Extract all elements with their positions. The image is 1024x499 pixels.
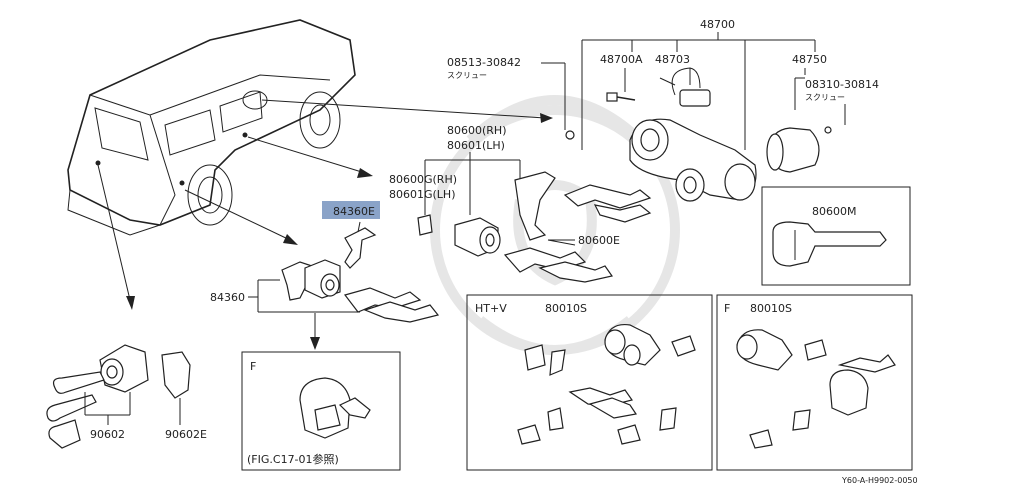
- kit-box-htv: HT+V 80010S: [466, 294, 713, 471]
- ignition-switch-assembly: [563, 67, 832, 223]
- label-ht-v: HT+V: [475, 302, 507, 315]
- label-80010S-f: 80010S: [750, 302, 792, 315]
- label-90602: 90602: [90, 428, 125, 441]
- label-80601-lh: 80601(LH): [447, 139, 505, 152]
- highlight-84360E: [322, 201, 380, 219]
- label-80601g-lh: 80601G(LH): [389, 188, 456, 201]
- callout-08310: 08310-30814 スクリュー: [794, 77, 879, 125]
- door-lock-cylinder: 80600E: [417, 171, 620, 283]
- label-90602E: 90602E: [165, 428, 207, 441]
- glovebox-lock-90602: 90602 90602E: [46, 344, 207, 449]
- key-box-80600M: 80600M: [761, 186, 911, 286]
- label-08513-30842: 08513-30842: [447, 56, 521, 69]
- label-screw-2: スクリュー: [805, 93, 845, 102]
- callout-84360E[interactable]: 84360E: [322, 201, 380, 269]
- figure-reference: (FIG.C17-01参照): [247, 452, 339, 466]
- label-84360E[interactable]: 84360E: [333, 205, 375, 218]
- label-48750: 48750: [792, 53, 827, 66]
- label-f-ref: F: [250, 360, 256, 373]
- label-80600-rh: 80600(RH): [447, 124, 507, 137]
- label-f-kit: F: [724, 302, 730, 315]
- label-48700: 48700: [700, 18, 735, 31]
- label-48703: 48703: [655, 53, 690, 66]
- tailgate-lock-84360: 84360: [210, 259, 440, 323]
- label-screw-1: スクリュー: [447, 71, 487, 80]
- callout-80600: 80600(RH) 80601(LH) 80600G(RH) 80601G(LH…: [389, 124, 521, 215]
- label-80010S-htv: 80010S: [545, 302, 587, 315]
- label-80600M: 80600M: [812, 205, 856, 218]
- callout-48700: 48700 48700A 48703 48750: [581, 18, 827, 150]
- callout-08513: 08513-30842 スクリュー: [447, 56, 566, 130]
- label-48700A: 48700A: [600, 53, 643, 66]
- ref-box-f: F (FIG.C17-01参照): [241, 351, 401, 471]
- leader-arrows: [97, 99, 553, 350]
- kit-box-f: F 80010S: [716, 294, 913, 471]
- label-84360: 84360: [210, 291, 245, 304]
- label-80600g-rh: 80600G(RH): [389, 173, 457, 186]
- diagram-code: Y60-A-H9902-0050: [841, 476, 918, 485]
- label-80600E: 80600E: [578, 234, 620, 247]
- vehicle-illustration: [67, 19, 356, 236]
- label-08310-30814: 08310-30814: [805, 78, 879, 91]
